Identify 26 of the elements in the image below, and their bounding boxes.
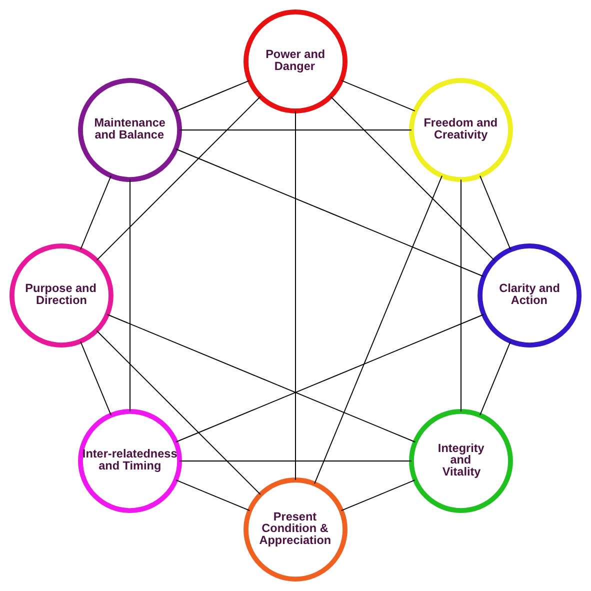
connector <box>176 480 250 512</box>
node-circle: Present Condition & Appreciation <box>244 478 348 582</box>
connector <box>460 179 462 412</box>
connector <box>106 314 416 442</box>
node-circle: Purpose and Direction <box>9 244 114 348</box>
connector <box>340 480 416 512</box>
node-circle: Inter-relatedness and Timing <box>78 409 182 513</box>
connector <box>480 341 511 416</box>
node-circle: Clarity and Action <box>478 244 582 348</box>
connector <box>314 175 442 484</box>
connector <box>175 80 250 112</box>
node-circle: Freedom and Creativity <box>409 78 513 182</box>
node-circle: Power and Danger <box>244 9 348 114</box>
connector <box>175 314 484 442</box>
connector <box>340 80 416 112</box>
connector <box>330 96 495 261</box>
connector <box>175 148 484 277</box>
connector <box>96 330 261 495</box>
node-circle: Maintenance and Balance <box>78 78 182 182</box>
connector <box>96 96 261 261</box>
connector <box>80 341 112 416</box>
connector <box>295 110 296 480</box>
connector <box>80 175 112 250</box>
connector <box>179 460 412 462</box>
connector <box>480 175 511 250</box>
node-circle: Integrity and Vitality <box>409 409 513 513</box>
